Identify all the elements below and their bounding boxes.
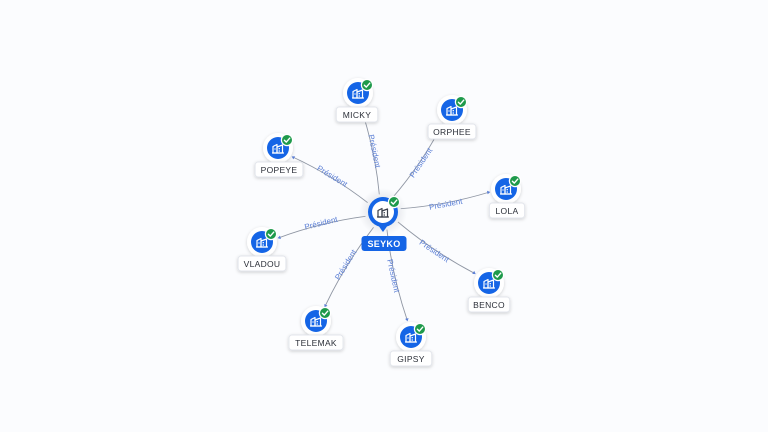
edge-arrow: [324, 303, 328, 308]
company-node-vladou[interactable]: VLADOU: [237, 227, 287, 272]
company-node-gipsy[interactable]: GIPSY: [389, 322, 433, 367]
verified-check-icon: [318, 306, 332, 320]
node-label-popeye-text: POPEYE: [261, 165, 298, 175]
edge-label-lola: Président: [428, 197, 464, 212]
center-node[interactable]: SEYKO: [359, 188, 407, 251]
node-label-telemak-text: TELEMAK: [295, 338, 337, 348]
edge-arrow: [472, 270, 476, 275]
center-pin-tip: [378, 225, 388, 232]
company-node-orphee[interactable]: ORPHEE: [427, 95, 477, 140]
edge-arrow: [486, 190, 491, 195]
company-building-icon: [256, 237, 268, 248]
company-building-icon: [377, 207, 389, 218]
node-label-micky: MICKY: [335, 106, 379, 123]
node-label-telemak: TELEMAK: [288, 334, 344, 351]
company-building-icon: [352, 88, 364, 99]
node-label-orphee: ORPHEE: [427, 123, 477, 140]
edge-lola: Président: [400, 190, 491, 212]
company-node-micky[interactable]: MICKY: [335, 78, 379, 123]
company-building-icon: [405, 332, 417, 343]
company-building-icon: [483, 278, 495, 289]
node-label-vladou: VLADOU: [237, 255, 287, 272]
verified-check-icon: [491, 268, 505, 282]
edge-arrow: [291, 156, 296, 160]
node-label-benco: BENCO: [467, 296, 511, 313]
node-label-gipsy: GIPSY: [389, 350, 433, 367]
edge-benco: Président: [397, 221, 476, 275]
company-building-icon: [446, 105, 458, 116]
node-label-popeye: POPEYE: [254, 161, 304, 178]
edge-label-micky: Président: [366, 134, 382, 170]
company-node-telemak[interactable]: TELEMAK: [288, 306, 344, 351]
node-label-benco-text: BENCO: [473, 300, 505, 310]
node-label-micky-text: MICKY: [343, 110, 371, 120]
edge-arrow: [277, 235, 281, 240]
edge-vladou: Président: [277, 215, 366, 240]
edge-label-gipsy: Président: [385, 258, 401, 294]
node-label-lola-text: LOLA: [496, 206, 519, 216]
company-node-lola[interactable]: LOLA: [488, 174, 526, 219]
verified-check-icon: [264, 227, 278, 241]
verified-check-icon: [387, 195, 401, 209]
node-label-gipsy-text: GIPSY: [397, 354, 425, 364]
center-label-text: SEYKO: [367, 239, 400, 249]
edge-label-vladou: Président: [304, 215, 340, 232]
node-label-lola: LOLA: [488, 202, 526, 219]
company-building-icon: [500, 184, 512, 195]
company-building-icon: [310, 316, 322, 327]
node-label-vladou-text: VLADOU: [244, 259, 281, 269]
edge-label-telemak: Président: [333, 247, 359, 281]
edge-label-popeye: Président: [315, 164, 349, 190]
edge-label-benco: Président: [418, 238, 452, 265]
center-label: SEYKO: [361, 236, 407, 251]
verified-check-icon: [360, 78, 374, 92]
verified-check-icon: [508, 174, 522, 188]
company-node-benco[interactable]: BENCO: [467, 268, 511, 313]
verified-check-icon: [413, 322, 427, 336]
nodes-layer: MICKY ORPHEE POPEYE LOLA VLADOU BENCO TELEMAK G…: [237, 78, 526, 367]
company-node-popeye[interactable]: POPEYE: [254, 133, 304, 178]
verified-check-icon: [280, 133, 294, 147]
edge-arrow: [405, 318, 409, 322]
node-label-orphee-text: ORPHEE: [433, 127, 471, 137]
edge-label-orphee: Président: [408, 146, 435, 180]
company-building-icon: [272, 143, 284, 154]
verified-check-icon: [454, 95, 468, 109]
